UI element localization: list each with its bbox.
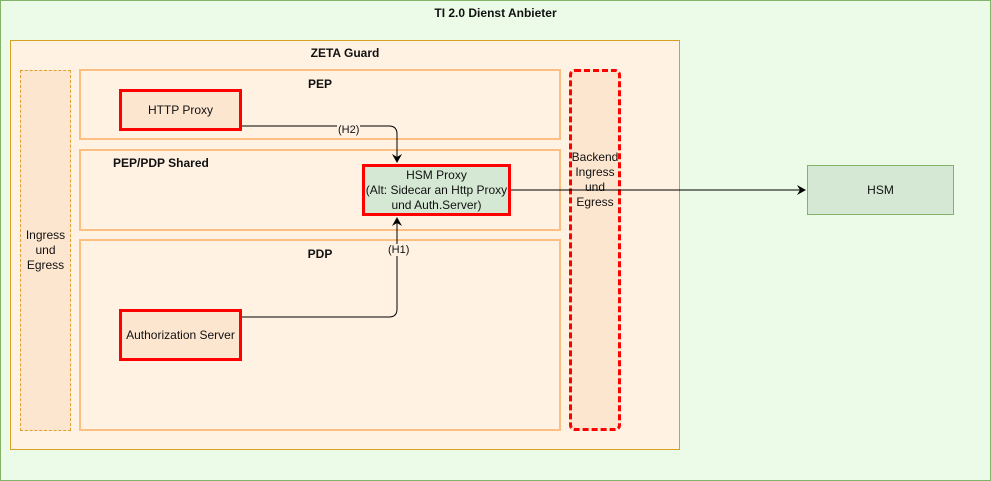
authorization-server-label: Authorization Server (126, 327, 235, 342)
backend-ingress-egress-lane[interactable] (569, 69, 621, 431)
hsm-node[interactable]: HSM (807, 165, 954, 215)
ingress-label-line: und (35, 243, 56, 257)
backend-label-line: Ingress (575, 165, 615, 179)
backend-label-line: Egress (576, 195, 614, 209)
hsm-proxy-label-line: und Auth.Server) (391, 197, 482, 212)
zeta-guard-title: ZETA Guard (310, 46, 380, 60)
edge-h1-auth-to-hsm-proxy[interactable] (242, 217, 402, 318)
edge-label-h2: (H2) (337, 124, 361, 136)
hsm-proxy-label-line: (Alt: Sidecar an Http Proxy (365, 182, 508, 197)
ingress-label-line: Ingress (25, 228, 66, 242)
pep-title: PEP (307, 77, 332, 91)
hsm-proxy-label-line: HSM Proxy (406, 167, 467, 182)
backend-label-line: Backend (571, 150, 619, 164)
http-proxy-node[interactable]: HTTP Proxy (119, 89, 242, 131)
edge-label-h1: (H1) (387, 244, 411, 256)
http-proxy-label: HTTP Proxy (147, 102, 214, 117)
ti-dienst-anbieter-title: TI 2.0 Dienst Anbieter (434, 6, 557, 20)
authorization-server-node[interactable]: Authorization Server (119, 309, 242, 361)
hsm-proxy-node[interactable]: HSM Proxy (Alt: Sidecar an Http Proxy un… (362, 164, 511, 216)
ingress-egress-lane[interactable]: Ingress und Egress (20, 70, 71, 431)
hsm-label: HSM (867, 183, 894, 197)
backend-ingress-egress-label: Backend Ingress und Egress (569, 150, 621, 210)
edge-h2-http-to-hsm-proxy[interactable] (242, 125, 402, 163)
pep-pdp-shared-title: PEP/PDP Shared (113, 156, 209, 170)
ingress-label-line: Egress (26, 258, 65, 272)
pdp-title: PDP (307, 247, 333, 261)
